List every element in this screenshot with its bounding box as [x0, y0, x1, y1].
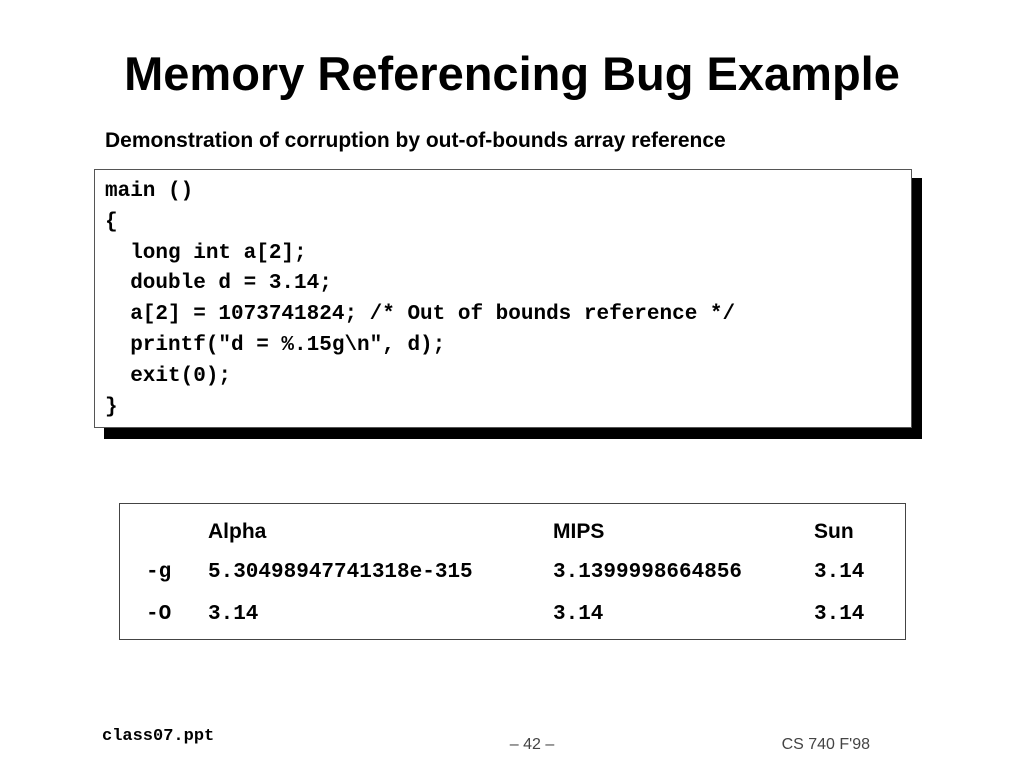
code-line: double d = 3.14; [105, 272, 332, 296]
cell-alpha-o: 3.14 [208, 603, 259, 626]
code-line: main () [105, 180, 194, 203]
row-flag-g: -g [146, 561, 172, 584]
results-table: Alpha MIPS Sun -g 5.30498947741318e-315 … [119, 503, 906, 640]
code-line: { [105, 210, 118, 234]
code-line: } [105, 395, 118, 419]
cell-sun-o: 3.14 [814, 603, 865, 626]
code-box: main () { long int a[2]; double d = 3.14… [94, 169, 912, 428]
code-lines: main () { long int a[2]; double d = 3.14… [105, 177, 735, 423]
code-line: a[2] = 1073741824; /* Out of bounds refe… [105, 303, 736, 327]
cell-sun-g: 3.14 [814, 561, 865, 584]
row-flag-o: -O [146, 603, 172, 626]
slide-subtitle: Demonstration of corruption by out-of-bo… [105, 129, 726, 152]
cell-mips-o: 3.14 [553, 603, 604, 626]
code-line: printf("d = %.15g\n", d); [105, 333, 446, 357]
footer-filename: class07.ppt [102, 727, 215, 746]
header-sun: Sun [814, 520, 854, 543]
header-mips: MIPS [553, 520, 605, 543]
cell-mips-g: 3.1399998664856 [553, 561, 743, 584]
footer-course: CS 740 F'98 [781, 736, 870, 753]
footer-page-number: – 42 – [509, 736, 555, 753]
cell-alpha-g: 5.30498947741318e-315 [208, 561, 473, 584]
slide-title: Memory Referencing Bug Example [124, 47, 900, 100]
code-line: long int a[2]; [105, 241, 307, 265]
code-line: exit(0); [105, 364, 232, 388]
header-alpha: Alpha [208, 520, 267, 543]
